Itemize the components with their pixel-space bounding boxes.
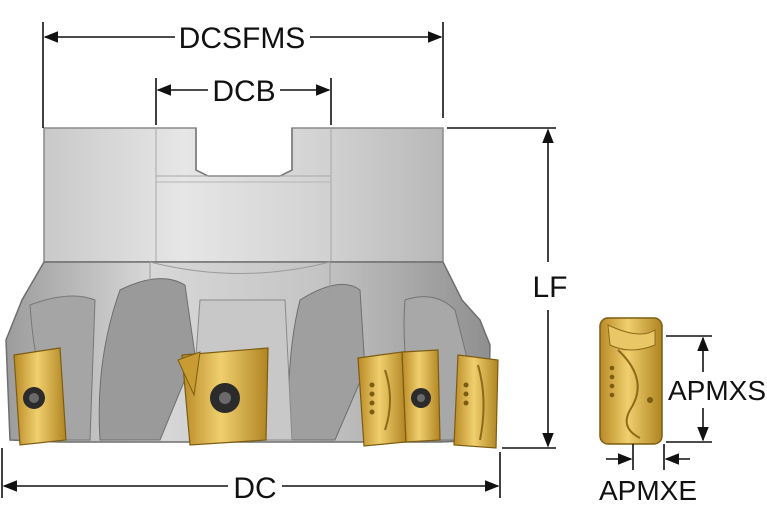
insert [357,351,407,447]
flute-pocket [98,278,196,441]
dimension-lines [1,22,712,498]
cutter-shank [43,127,444,263]
label-lf: LF [532,271,567,304]
standalone-insert [599,317,663,445]
label-apmxe: APMXE [599,475,697,506]
insert [453,354,499,449]
cutter-inserts [13,347,499,449]
drive-slot [195,128,293,177]
label-dcb: DCB [212,75,275,108]
label-dcsfms: DCSFMS [179,22,306,55]
label-dc: DC [233,472,276,505]
dimension-labels: DCSFMS DCB LF DC APMXS APMXE [179,22,766,506]
label-apmxs: APMXS [668,375,766,406]
